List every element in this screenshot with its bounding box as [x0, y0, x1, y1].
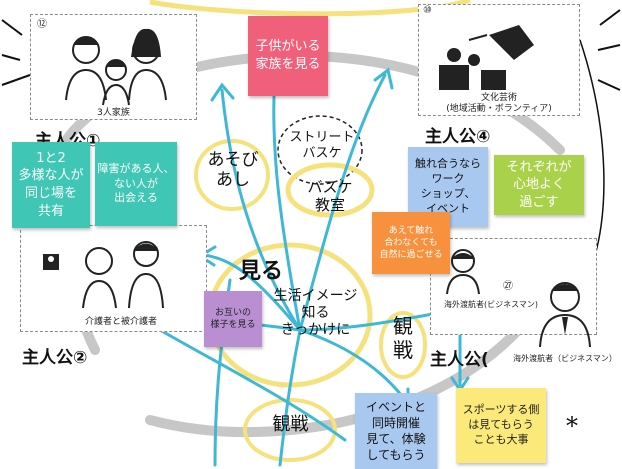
spectator-illustration [446, 249, 480, 295]
handwriting-kansen-bottom: 観戦 [272, 414, 309, 435]
handwriting-basket: バスケ 教室 [307, 178, 353, 214]
watering-can-illustration [439, 25, 534, 90]
sticky-observe: お互いの 様子を見る [204, 291, 262, 347]
sticky-meet: 障害がある人、 ない人が 出会える [95, 142, 177, 226]
culture-card: ⑩ 文化芸術 (地域活動・ボランティア) [418, 4, 580, 116]
sticky-family-watch: 子供がいる 家族を見る [248, 16, 328, 96]
handwriting-miru: 見る [238, 258, 283, 284]
spectator-card-caption: 海外渡航者(ビジネスマン) [443, 300, 538, 309]
sticky-sports: スポーツする側 は見てもらう ことも大事 [456, 388, 546, 463]
spectator-card-number: ㉗ [503, 281, 513, 292]
business-card: 海外渡航者（ビジネスマン） [510, 275, 620, 370]
kansen-bottom-circle [243, 398, 337, 462]
cyan-arrows [152, 62, 470, 467]
asobi-circle [194, 139, 270, 211]
kansen-right-circle [379, 311, 427, 379]
handwriting-seikatsu: 生活イメージ 知る きっかけに [273, 288, 358, 338]
businessman-illustration [539, 282, 591, 348]
caregiver-illustration [43, 241, 164, 309]
caregiver-card-caption: 介護者と被介護者 [84, 317, 157, 327]
sticky-comfortable: それぞれが 心地よく 過ごす [494, 155, 584, 215]
family-illustration [65, 28, 167, 106]
business-card-caption: 海外渡航者（ビジネスマン） [513, 354, 617, 363]
asterisk-mark: * [566, 412, 578, 440]
protagonist-2-heading: 主人公② [22, 348, 88, 368]
top-left-strokes [1, 19, 31, 86]
family-card-number: ⑫ [37, 19, 47, 30]
protagonist-4-heading: 主人公④ [425, 127, 491, 147]
caregiver-card: 介護者と被介護者 [20, 225, 207, 332]
culture-card-caption: 文化芸術 (地域活動・ボランティア) [446, 93, 552, 114]
handwriting-street: ストリート バスケ [289, 130, 355, 161]
family-card: ⑫ 3人家族 [30, 14, 197, 120]
sticky-shared-space: 1と2 多様な人が 同じ場を 共有 [12, 142, 90, 228]
handwriting-asobi: あそび あし [207, 150, 259, 191]
protagonist-3-heading: 主人公( [430, 350, 489, 370]
sticky-event: イベントと 同時開催 見て、体験 してもらう [355, 393, 437, 469]
family-card-caption: 3人家族 [97, 108, 130, 118]
street-circle [277, 115, 363, 185]
culture-card-number: ⑩ [423, 5, 432, 16]
sticky-natural: あえて触れ 合わなくても 自然に過ごせる [372, 212, 450, 274]
basket-circle [285, 162, 375, 218]
top-right-strokes [597, 9, 621, 91]
handwriting-kansen-right: 観 戦 [393, 314, 413, 362]
